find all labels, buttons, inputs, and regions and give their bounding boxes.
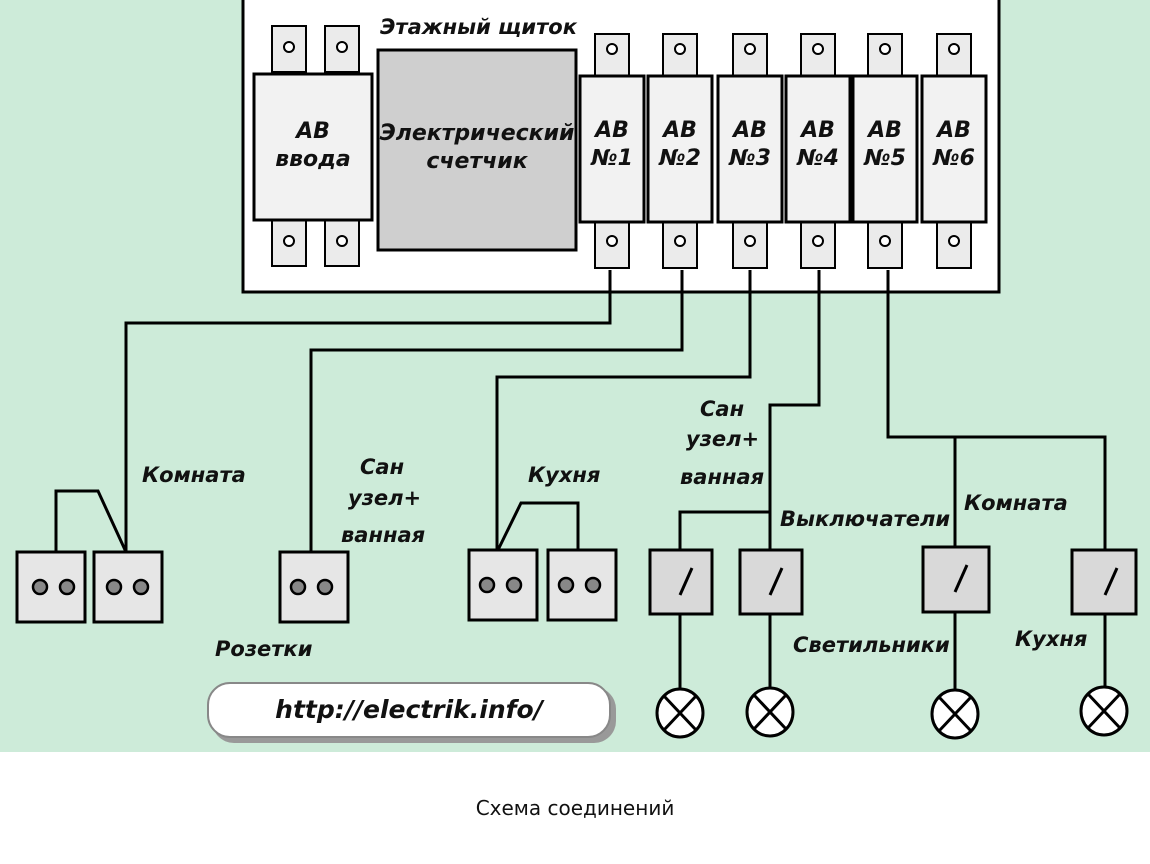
breaker-label: №5 (863, 146, 906, 171)
breaker-label: АВ (661, 118, 697, 143)
breaker-body (851, 74, 919, 224)
socket-komnata-left (15, 550, 87, 624)
wires (54, 270, 1107, 690)
label-vykl: Выключатели (780, 507, 950, 531)
lamp-3 (930, 688, 980, 740)
label-rozetki: Розетки (215, 637, 313, 661)
socket-komnata-right (92, 550, 164, 624)
breaker-top-terminal (867, 33, 903, 77)
socket-kuhnya-left (467, 548, 539, 622)
meter-label-2: счетчик (426, 149, 528, 174)
lamp-2 (745, 686, 795, 738)
label-komnata-1: Комната (142, 463, 246, 487)
label-san-2-line1: Сан (700, 397, 744, 421)
label-san-2-line2: узел+ (686, 427, 759, 451)
breaker-label: АВ (799, 118, 835, 143)
label-svetilniki: Светильники (793, 633, 950, 657)
lamp-1 (655, 687, 705, 739)
breaker-label: №1 (590, 146, 633, 171)
input-breaker (252, 72, 374, 222)
breaker-body (646, 74, 714, 224)
label-kuhnya-1: Кухня (528, 463, 600, 487)
breaker-bottom-terminal (800, 219, 836, 269)
breaker-label: АВ (935, 118, 971, 143)
breaker-body (578, 74, 646, 224)
input-breaker-label-2: ввода (275, 147, 351, 172)
breaker-label: АВ (593, 118, 629, 143)
breaker-body (920, 74, 988, 224)
switch-komnata (921, 545, 991, 614)
breaker-label: АВ (731, 118, 767, 143)
url-text: http://electrik.info/ (275, 695, 545, 724)
lamp-4 (1079, 685, 1129, 737)
url-pill (207, 682, 611, 738)
switch-kuhnya (1070, 548, 1138, 616)
breaker-1: АВ №1 (578, 33, 646, 269)
breaker-label: №4 (796, 146, 839, 171)
breaker-label: №3 (728, 146, 771, 171)
breaker-4: АВ №4 (784, 33, 852, 269)
socket-san-uzel (278, 550, 350, 624)
socket-kuhnya-right (546, 548, 618, 622)
label-san-1-line1: Сан (360, 455, 404, 479)
label-kuhnya-2: Кухня (1015, 627, 1087, 651)
breaker-body (716, 74, 784, 224)
diagram-caption: Схема соединений (475, 796, 675, 820)
breaker-label: №2 (658, 146, 701, 171)
switch-san-uzel-2 (738, 548, 804, 616)
meter-label-1: Электрический (380, 121, 575, 146)
label-san-2-line3: ванная (680, 465, 764, 489)
breaker-body (784, 74, 852, 224)
breaker-2: АВ №2 (646, 33, 714, 269)
breaker-3: АВ №3 (716, 33, 784, 269)
label-komnata-2: Комната (964, 491, 1068, 515)
breakers-group: АВ №1 АВ №2 АВ №3 АВ №4 АВ №5 АВ №6 (578, 33, 988, 269)
breaker-6: АВ №6 (920, 33, 988, 269)
panel-title: Этажный щиток (380, 15, 578, 39)
switch-san-uzel-1 (648, 548, 714, 616)
breaker-label: АВ (866, 118, 902, 143)
label-san-1-line2: узел+ (348, 486, 421, 510)
breaker-5: АВ №5 (851, 33, 919, 269)
label-san-1-line3: ванная (341, 523, 425, 547)
input-breaker-terminals (271, 25, 360, 267)
electric-meter (376, 48, 578, 252)
breaker-label: №6 (932, 146, 975, 171)
input-breaker-label-1: АВ (294, 119, 330, 144)
